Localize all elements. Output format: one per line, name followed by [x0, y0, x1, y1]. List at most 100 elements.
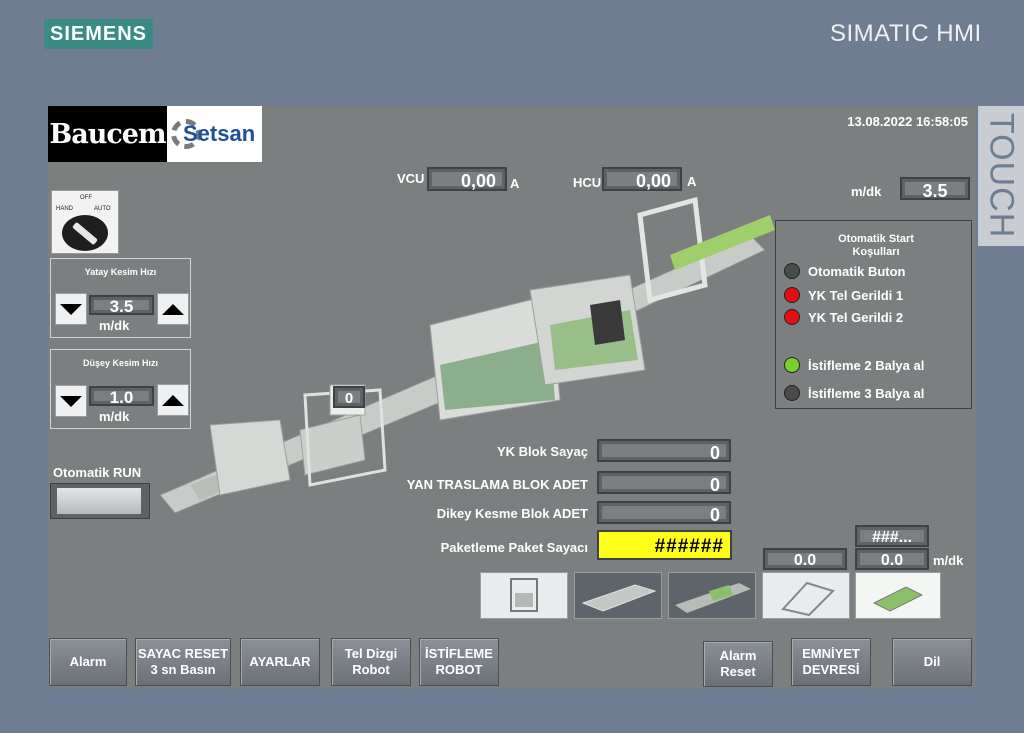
- setsan-logo-text: Setsan: [183, 121, 256, 146]
- cutter-machine-icon: [781, 581, 835, 617]
- small-top-field: ###...: [855, 525, 929, 547]
- vcu-label: VCU: [397, 171, 425, 186]
- yatay-kesim-title: Yatay Kesim Hızı: [84, 267, 157, 277]
- ayarlar-button[interactable]: AYARLAR: [240, 638, 320, 686]
- arrow-up-icon: [162, 303, 184, 315]
- condition-label: İstifleme 2 Balya al: [808, 357, 925, 373]
- yan-traslama-field: 0: [597, 471, 731, 494]
- baucem-logo: Baucem: [48, 106, 167, 162]
- paketleme-field: ######: [597, 530, 732, 560]
- arrow-down-icon: [60, 303, 82, 315]
- status-led-icon: [784, 357, 800, 373]
- dusey-value: 1.0: [94, 389, 149, 406]
- condition-label: YK Tel Gerildi 1: [808, 287, 904, 303]
- small-top-value: ###...: [860, 530, 924, 546]
- mode-selector-switch[interactable]: OFF HAND AUTO: [51, 190, 119, 254]
- dusey-increase-button[interactable]: [157, 384, 189, 416]
- arrow-down-icon: [60, 395, 82, 407]
- dusey-value-field[interactable]: 1.0: [89, 386, 154, 406]
- hcu-label: HCU: [573, 175, 602, 190]
- dikey-kesme-label: Dikey Kesme Blok ADET: [436, 506, 588, 521]
- selector-knob-icon: [62, 215, 108, 251]
- paketleme-label: Paketleme Paket Sayacı: [440, 540, 588, 555]
- vcu-value: 0,00: [432, 172, 502, 190]
- dikey-kesme-field: 0: [597, 501, 731, 524]
- datetime: 13.08.2022 16:58:05: [847, 114, 968, 129]
- line-machine-icon: [675, 583, 751, 613]
- small-a-value: 0.0: [768, 553, 842, 569]
- speed-value: 3.5: [905, 182, 965, 200]
- dil-button[interactable]: Dil: [892, 638, 972, 686]
- thumbnail-conveyor[interactable]: [574, 572, 662, 619]
- small-b-value: 0.0: [860, 553, 924, 569]
- touch-label: TOUCH: [978, 106, 1024, 246]
- alarm-reset-button[interactable]: Alarm Reset: [703, 641, 773, 687]
- vcu-unit: A: [510, 176, 520, 191]
- otomatik-run-button[interactable]: [50, 483, 150, 519]
- conditions-title: Otomatik Start Koşulları: [838, 233, 914, 258]
- status-led-icon: [784, 263, 800, 279]
- hcu-unit: A: [687, 174, 697, 189]
- small-unit: m/dk: [933, 553, 964, 568]
- yatay-value-field[interactable]: 3.5: [89, 295, 154, 315]
- vcu-field: 0,00: [427, 167, 507, 191]
- thumbnail-stacker[interactable]: [480, 572, 568, 619]
- thumbnail-packer[interactable]: [855, 572, 941, 619]
- status-led-icon: [784, 385, 800, 401]
- condition-row-istifleme-3: İstifleme 3 Balya al: [784, 385, 924, 401]
- yan-traslama-label: YAN TRASLAMA BLOK ADET: [406, 477, 588, 492]
- packer-machine-icon: [872, 586, 924, 612]
- small-b-field: 0.0: [855, 548, 929, 570]
- condition-row-istifleme-2: İstifleme 2 Balya al: [784, 357, 924, 373]
- paketleme-value: ######: [654, 536, 724, 557]
- speed-unit: m/dk: [851, 184, 882, 199]
- small-a-field: 0.0: [763, 548, 847, 570]
- conveyor-icon: [581, 584, 657, 612]
- yk-blok-sayac-value: 0: [602, 444, 726, 462]
- speed-field: 3.5: [900, 177, 970, 200]
- istifleme-robot-button[interactable]: İSTİFLEME ROBOT: [419, 638, 499, 686]
- otomatik-run-label: Otomatik RUN: [53, 465, 142, 480]
- condition-label: İstifleme 3 Balya al: [808, 385, 925, 401]
- arrow-up-icon: [162, 394, 184, 406]
- status-led-icon: [784, 309, 800, 325]
- condition-row-yk-tel-1: YK Tel Gerildi 1: [784, 287, 903, 303]
- yatay-increase-button[interactable]: [157, 293, 189, 325]
- hcu-field: 0,00: [602, 167, 682, 191]
- tel-dizgi-robot-button[interactable]: Tel Dizgi Robot: [331, 638, 411, 686]
- dusey-kesim-panel: Düşey Kesim Hızı 1.0 m/dk: [50, 349, 191, 429]
- hcu-value: 0,00: [607, 172, 677, 190]
- dikey-kesme-value: 0: [602, 506, 726, 524]
- yan-traslama-value: 0: [602, 476, 726, 494]
- yatay-decrease-button[interactable]: [55, 293, 87, 325]
- thumbnail-line[interactable]: [668, 572, 756, 619]
- yatay-unit: m/dk: [99, 318, 130, 333]
- status-led-icon: [784, 287, 800, 303]
- emniyet-devresi-button[interactable]: EMNİYET DEVRESİ: [791, 638, 871, 686]
- condition-row-otomatik-buton: Otomatik Buton: [784, 263, 906, 279]
- condition-row-yk-tel-2: YK Tel Gerildi 2: [784, 309, 903, 325]
- gear-icon: [171, 119, 201, 149]
- dusey-decrease-button[interactable]: [55, 385, 87, 417]
- yatay-value: 3.5: [94, 298, 149, 315]
- condition-label: Otomatik Buton: [808, 263, 906, 279]
- otomatik-start-panel: Otomatik Start Koşulları Otomatik Buton …: [775, 220, 972, 409]
- alarm-button[interactable]: Alarm: [49, 638, 127, 686]
- switch-auto-label: AUTO: [94, 206, 111, 212]
- switch-off-label: OFF: [80, 195, 92, 201]
- condition-label: YK Tel Gerildi 2: [808, 309, 904, 325]
- setsan-logo: Setsan: [167, 106, 262, 162]
- dusey-kesim-title: Düşey Kesim Hızı: [82, 358, 159, 368]
- yk-blok-sayac-field: 0: [597, 439, 731, 462]
- yatay-kesim-panel: Yatay Kesim Hızı 3.5 m/dk: [50, 258, 191, 338]
- simatic-hmi-label: SIMATIC HMI: [830, 20, 982, 47]
- machine-counter-value: 0: [338, 391, 360, 407]
- machine-counter-field: 0: [333, 386, 365, 408]
- switch-hand-label: HAND: [56, 206, 74, 212]
- stacker-machine-icon: [510, 578, 538, 612]
- dusey-unit: m/dk: [99, 409, 130, 424]
- yk-blok-sayac-label: YK Blok Sayaç: [496, 444, 588, 459]
- sayac-reset-button[interactable]: SAYAC RESET 3 sn Basın: [135, 638, 231, 686]
- thumbnail-cutter[interactable]: [762, 572, 850, 619]
- production-line-illustration: [159, 196, 775, 514]
